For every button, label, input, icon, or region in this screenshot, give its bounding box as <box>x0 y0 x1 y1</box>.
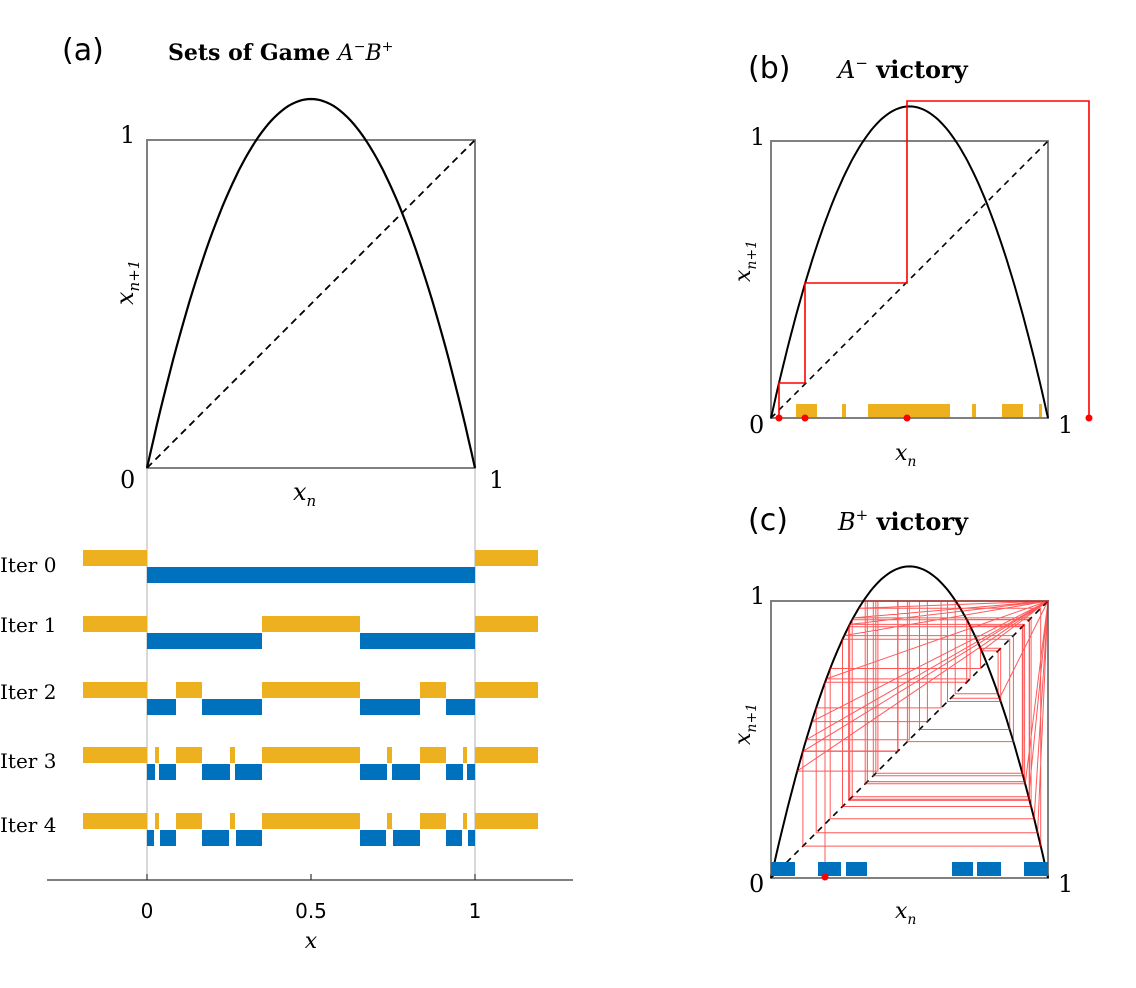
panel-c: (c) B+ victory 1 0 1 xn xn+1 <box>731 503 1073 928</box>
panel-b-zero: 0 <box>749 411 764 439</box>
panel-b-xlabel: xn <box>895 441 916 470</box>
iter-2-bars <box>83 682 538 715</box>
panel-b: (b) A− victory 1 0 1 xn xn+1 <box>731 51 1093 470</box>
panel-c-ylabel: xn+1 <box>731 703 760 745</box>
panel-c-zero: 0 <box>749 870 764 898</box>
panel-a-one-y: 1 <box>120 121 135 149</box>
panel-b-title: A− victory <box>836 54 969 84</box>
panel-a-zero: 0 <box>120 466 135 494</box>
panel-c-start-point <box>821 873 829 881</box>
panel-a-diagonal <box>146 139 476 469</box>
panel-c-b-set-bars <box>771 862 1048 876</box>
iter-2-label: Iter 2 <box>0 680 56 704</box>
panel-b-diagonal <box>770 140 1049 419</box>
panel-a-title: Sets of Game A−B+ <box>168 39 393 66</box>
panel-b-letter: (b) <box>748 51 790 86</box>
panel-b-a-set-bars <box>796 404 1042 417</box>
panel-a-map-frame <box>146 139 476 469</box>
panel-a-map-curve <box>145 97 477 469</box>
bottom-tick-0.5: 0.5 <box>295 899 327 923</box>
panel-c-one-x: 1 <box>1058 870 1073 898</box>
panel-a-xlabel: xn <box>293 478 316 510</box>
panel-c-title: B+ victory <box>837 506 969 536</box>
panel-b-one-y: 1 <box>750 123 765 151</box>
iter-3-label: Iter 3 <box>0 749 56 773</box>
panel-c-one-y: 1 <box>750 582 765 610</box>
panel-c-orbit-lines <box>795 600 1050 878</box>
bottom-tick-1: 1 <box>469 899 482 923</box>
panel-c-xlabel: xn <box>895 899 916 928</box>
panel-a: (a) Sets of Game A−B+ 1 0 1 xn xn+1 Iter… <box>0 33 573 954</box>
panel-c-letter: (c) <box>748 503 788 538</box>
bottom-axis-label: x <box>305 929 318 954</box>
panel-b-map-curve <box>770 105 1049 419</box>
panel-a-letter: (a) <box>62 33 104 68</box>
panel-b-orbit-points <box>775 414 1093 422</box>
panel-a-ylabel: xn+1 <box>111 260 143 305</box>
panel-c-map-curve <box>770 565 1049 879</box>
iter-1-bars <box>83 616 538 649</box>
iter-0-label: Iter 0 <box>0 553 56 577</box>
iter-4-label: Iter 4 <box>0 813 56 837</box>
iter-4-bars <box>83 813 538 846</box>
panel-b-ylabel: xn+1 <box>731 240 760 282</box>
bottom-tick-0: 0 <box>141 899 154 923</box>
iter-0-bars <box>83 550 538 583</box>
panel-c-cobweb-path <box>795 600 1050 878</box>
panel-b-orbit <box>778 100 1090 418</box>
panel-b-one-x: 1 <box>1058 411 1073 439</box>
iter-3-bars <box>83 747 538 780</box>
panel-a-one-x: 1 <box>489 466 504 494</box>
iter-1-label: Iter 1 <box>0 613 56 637</box>
